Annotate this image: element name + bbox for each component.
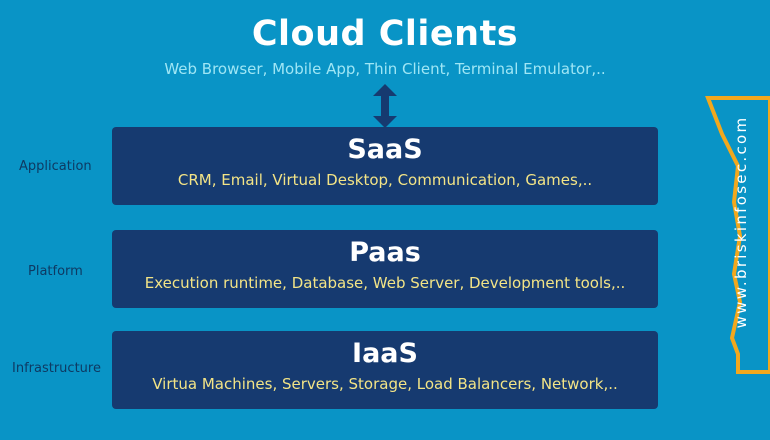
- layer-description: Execution runtime, Database, Web Server,…: [144, 274, 626, 292]
- layer-saas: SaaS CRM, Email, Virtual Desktop, Commun…: [112, 127, 658, 205]
- layer-description: CRM, Email, Virtual Desktop, Communicati…: [177, 171, 593, 189]
- page-subtitle: Web Browser, Mobile App, Thin Client, Te…: [164, 60, 606, 78]
- layer-title: SaaS: [347, 134, 423, 165]
- double-arrow-vertical-icon: [373, 84, 397, 128]
- layer-iaas: IaaS Virtua Machines, Servers, Storage, …: [112, 331, 658, 409]
- page-title: Cloud Clients: [251, 14, 519, 54]
- side-label-platform: Platform: [28, 264, 83, 279]
- watermark-text: www.briskinfosec.com: [732, 115, 750, 329]
- side-label-infrastructure: Infrastructure: [12, 361, 101, 376]
- layer-description: Virtua Machines, Servers, Storage, Load …: [152, 375, 618, 393]
- watermark-badge: [705, 96, 770, 374]
- side-label-application: Application: [19, 159, 92, 174]
- layer-paas: Paas Execution runtime, Database, Web Se…: [112, 230, 658, 308]
- layer-title: IaaS: [352, 338, 418, 369]
- layer-title: Paas: [349, 237, 421, 268]
